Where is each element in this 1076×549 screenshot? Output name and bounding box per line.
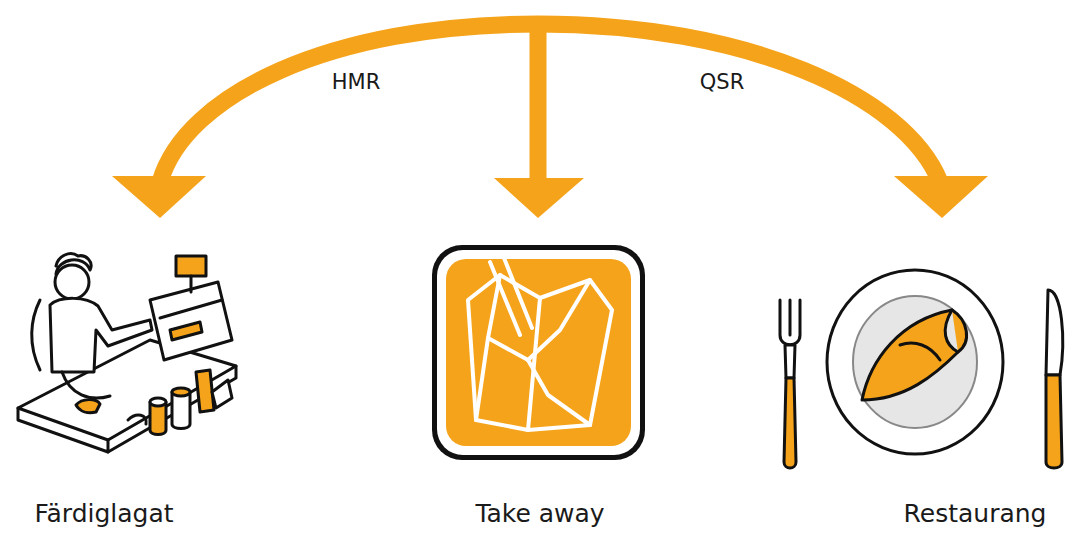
arrow-head-right (894, 176, 988, 218)
cashier-icon (18, 254, 236, 452)
cashier-icon-part (50, 298, 152, 372)
restaurant-icon-part (780, 300, 800, 345)
cashier-icon-part (150, 282, 232, 360)
icon-caption: Restaurang (898, 497, 1053, 530)
takeaway-icon-part-part (490, 262, 520, 335)
caption-text: Färdiglagat (34, 499, 174, 528)
arrow-head (112, 176, 988, 218)
takeaway-icon-part (437, 250, 640, 455)
arrow-head-left (112, 176, 206, 218)
takeaway-icon-part-part (476, 338, 488, 420)
restaurant-icon-part (785, 345, 795, 378)
icon-caption: Take away (469, 497, 611, 530)
takeaway-icon (432, 245, 645, 460)
icon-caption: Färdiglagat (28, 497, 180, 530)
restaurant-icon-part (952, 310, 967, 352)
branch-label: QSR (696, 69, 748, 95)
cashier-icon-part (128, 415, 146, 424)
restaurant-icon-part (862, 310, 958, 400)
arrow-head-center (494, 178, 584, 218)
restaurant-icon-part (1046, 375, 1062, 468)
cashier-icon-part (150, 398, 166, 406)
cashier-icon-part (32, 300, 40, 370)
takeaway-icon-part-part (528, 360, 590, 425)
cashier-icon-part (62, 372, 110, 398)
cashier-icon-part (160, 300, 222, 318)
restaurant-icon-part (1046, 290, 1063, 375)
takeaway-icon-part (432, 245, 645, 460)
takeaway-icon-part (446, 259, 631, 446)
branch-label: HMR (328, 69, 385, 95)
cashier-icon-part (176, 256, 206, 276)
restaurant-icon-part (827, 270, 1003, 454)
takeaway-icon-part-part (528, 280, 590, 360)
arc-left (160, 24, 538, 182)
cashier-icon-part (172, 388, 190, 396)
cashier-icon-part (190, 276, 193, 292)
restaurant-icon-part (853, 296, 977, 428)
arc-right (538, 24, 940, 182)
cashier-icon-part (212, 380, 232, 408)
cashier-icon-part (76, 400, 100, 413)
takeaway-icon-part (468, 258, 612, 430)
takeaway-icon-part-part (488, 275, 528, 360)
restaurant-icon (780, 270, 1063, 468)
branch-arrow (160, 22, 940, 182)
cashier-icon-part (56, 254, 91, 274)
takeaway-icon-part-part (504, 258, 532, 328)
stem-center (530, 22, 547, 182)
cashier-icon-part (170, 322, 202, 340)
caption-text: Take away (475, 499, 605, 528)
restaurant-icon-part (900, 343, 940, 360)
caption-text: Restaurang (904, 499, 1047, 528)
restaurant-icon-part (784, 378, 796, 468)
takeaway-icon-part-part (528, 280, 612, 430)
cashier-icon-part (108, 366, 236, 452)
cashier-icon-part (18, 408, 108, 452)
cashier-icon-part (55, 265, 89, 299)
